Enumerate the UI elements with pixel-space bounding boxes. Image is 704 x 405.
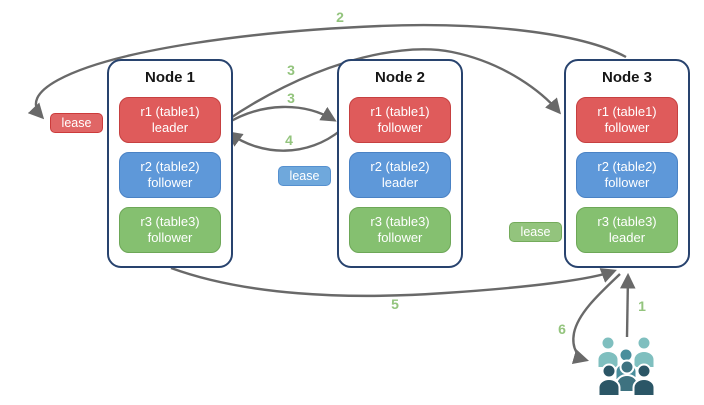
node-2-replica-r2-table2: r2 (table2) leader: [349, 152, 451, 198]
lease-badge-table1: lease: [50, 113, 103, 133]
node-1-replica-r2-table2: r2 (table2) follower: [119, 152, 221, 198]
step-label-1: 1: [638, 298, 646, 314]
node-1-replica-r3-table3: r3 (table3) follower: [119, 207, 221, 253]
replica-name: r2 (table2): [140, 158, 200, 174]
arrow-step-1-user-request: [619, 272, 636, 338]
replica-name: r1 (table1): [140, 103, 200, 119]
arrow-step-2-lease-transfer: [27, 23, 627, 120]
node-1-box: Node 1 r1 (table1) leader r2 (table2) fo…: [107, 59, 233, 268]
replica-role: leader: [608, 230, 646, 245]
node-2-title: Node 2: [374, 69, 425, 86]
step-label-3-to-node3: 3: [287, 62, 295, 78]
lease-badge-table2: lease: [278, 166, 331, 186]
node-3-box: Node 3 r1 (table1) follower r2 (table2) …: [564, 59, 690, 268]
replica-role: follower: [147, 230, 193, 245]
replica-role: follower: [377, 230, 423, 245]
replica-name: r2 (table2): [597, 158, 657, 174]
replica-role: follower: [147, 175, 193, 190]
arrow-step-3-replicate-to-node3: [225, 48, 562, 122]
replica-name: r1 (table1): [370, 103, 430, 119]
step-label-6: 6: [558, 321, 566, 337]
replica-name: r2 (table2): [370, 158, 430, 174]
replica-role: follower: [377, 120, 423, 135]
node-2-replica-r3-table3: r3 (table3) follower: [349, 207, 451, 253]
users-icon: [596, 335, 656, 397]
arrow-step-6-response-to-user: [571, 273, 621, 365]
step-label-3-to-node2: 3: [287, 90, 295, 106]
replica-role: leader: [151, 120, 189, 135]
node-1-replica-r1-table1: r1 (table1) leader: [119, 97, 221, 143]
arrow-step-4-ack-to-leader: [226, 129, 342, 152]
node-3-replica-r2-table2: r2 (table2) follower: [576, 152, 678, 198]
node-3-title: Node 3: [601, 69, 652, 86]
step-label-5: 5: [391, 296, 399, 312]
replica-role: follower: [604, 175, 650, 190]
node-2-box: Node 2 r1 (table1) follower r2 (table2) …: [337, 59, 463, 268]
replica-role: leader: [381, 175, 419, 190]
step-label-2: 2: [336, 9, 344, 25]
node-3-replica-r1-table1: r1 (table1) follower: [576, 97, 678, 143]
arrow-step-5-commit-to-node3: [170, 266, 617, 298]
replica-name: r3 (table3): [140, 213, 200, 229]
step-label-4: 4: [285, 132, 293, 148]
replica-name: r3 (table3): [597, 213, 657, 229]
replica-name: r3 (table3): [370, 213, 430, 229]
node-1-title: Node 1: [144, 69, 195, 86]
node-2-replica-r1-table1: r1 (table1) follower: [349, 97, 451, 143]
arrow-step-3-replicate-to-node2: [225, 105, 337, 126]
replica-name: r1 (table1): [597, 103, 657, 119]
replica-role: follower: [604, 120, 650, 135]
node-3-replica-r3-table3: r3 (table3) leader: [576, 207, 678, 253]
lease-badge-table3: lease: [509, 222, 562, 242]
